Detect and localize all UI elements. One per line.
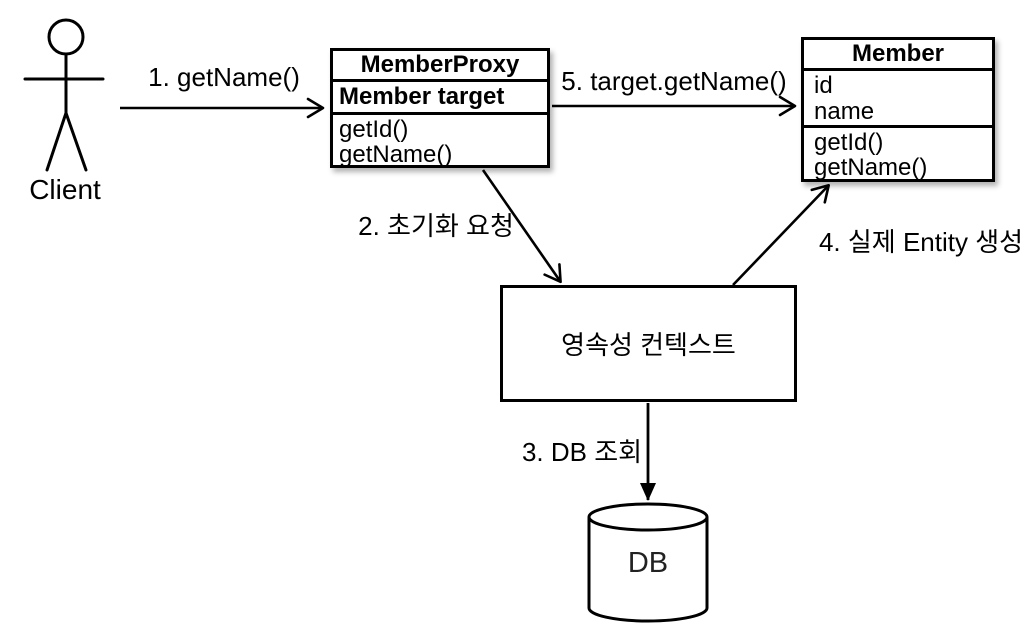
class-fields-member: id name [804, 71, 992, 128]
method-getid: getId() [814, 129, 884, 156]
arrow-2-init-request [481, 169, 562, 284]
db-cylinder [587, 502, 709, 623]
field-member-target: Member target [339, 83, 505, 110]
method-getname: getName() [814, 154, 928, 181]
class-box-memberproxy: MemberProxy Member target getId() getNam… [330, 48, 550, 168]
edge-label-3-db-query: 3. DB 조회 [521, 437, 643, 467]
db-cylinder-body [587, 517, 709, 623]
class-methods-member: getId() getName() [804, 128, 992, 180]
field-id: id [814, 72, 833, 99]
client-actor-figure [23, 18, 105, 172]
class-title-memberproxy: MemberProxy [333, 51, 547, 82]
class-fields-memberproxy: Member target [333, 82, 547, 115]
edge-label-1-getname: 1. getName() [148, 62, 300, 92]
field-name: name [814, 98, 875, 125]
arrow-4-create-entity [732, 183, 830, 286]
db-label: DB [627, 547, 669, 579]
actor-head [47, 18, 85, 56]
class-box-member: Member id name getId() getName() [801, 37, 995, 182]
edge-label-5-target-getname: 5. target.getName() [561, 66, 787, 96]
method-getid: getId() [339, 116, 409, 143]
db-cylinder-top [587, 502, 709, 532]
class-methods-memberproxy: getId() getName() [333, 115, 547, 167]
persistence-context-label: 영속성 컨텍스트 [561, 330, 736, 360]
class-title-member: Member [804, 40, 992, 71]
persistence-context-box: 영속성 컨텍스트 [500, 285, 797, 402]
edge-label-4-create-entity: 4. 실제 Entity 생성 [818, 227, 1024, 257]
method-getname: getName() [339, 141, 453, 168]
actor-leg-left [45, 111, 68, 172]
client-actor-label: Client [29, 174, 101, 205]
edge-label-2-init-request: 2. 초기화 요청 [358, 211, 514, 241]
actor-leg-right [64, 111, 88, 172]
